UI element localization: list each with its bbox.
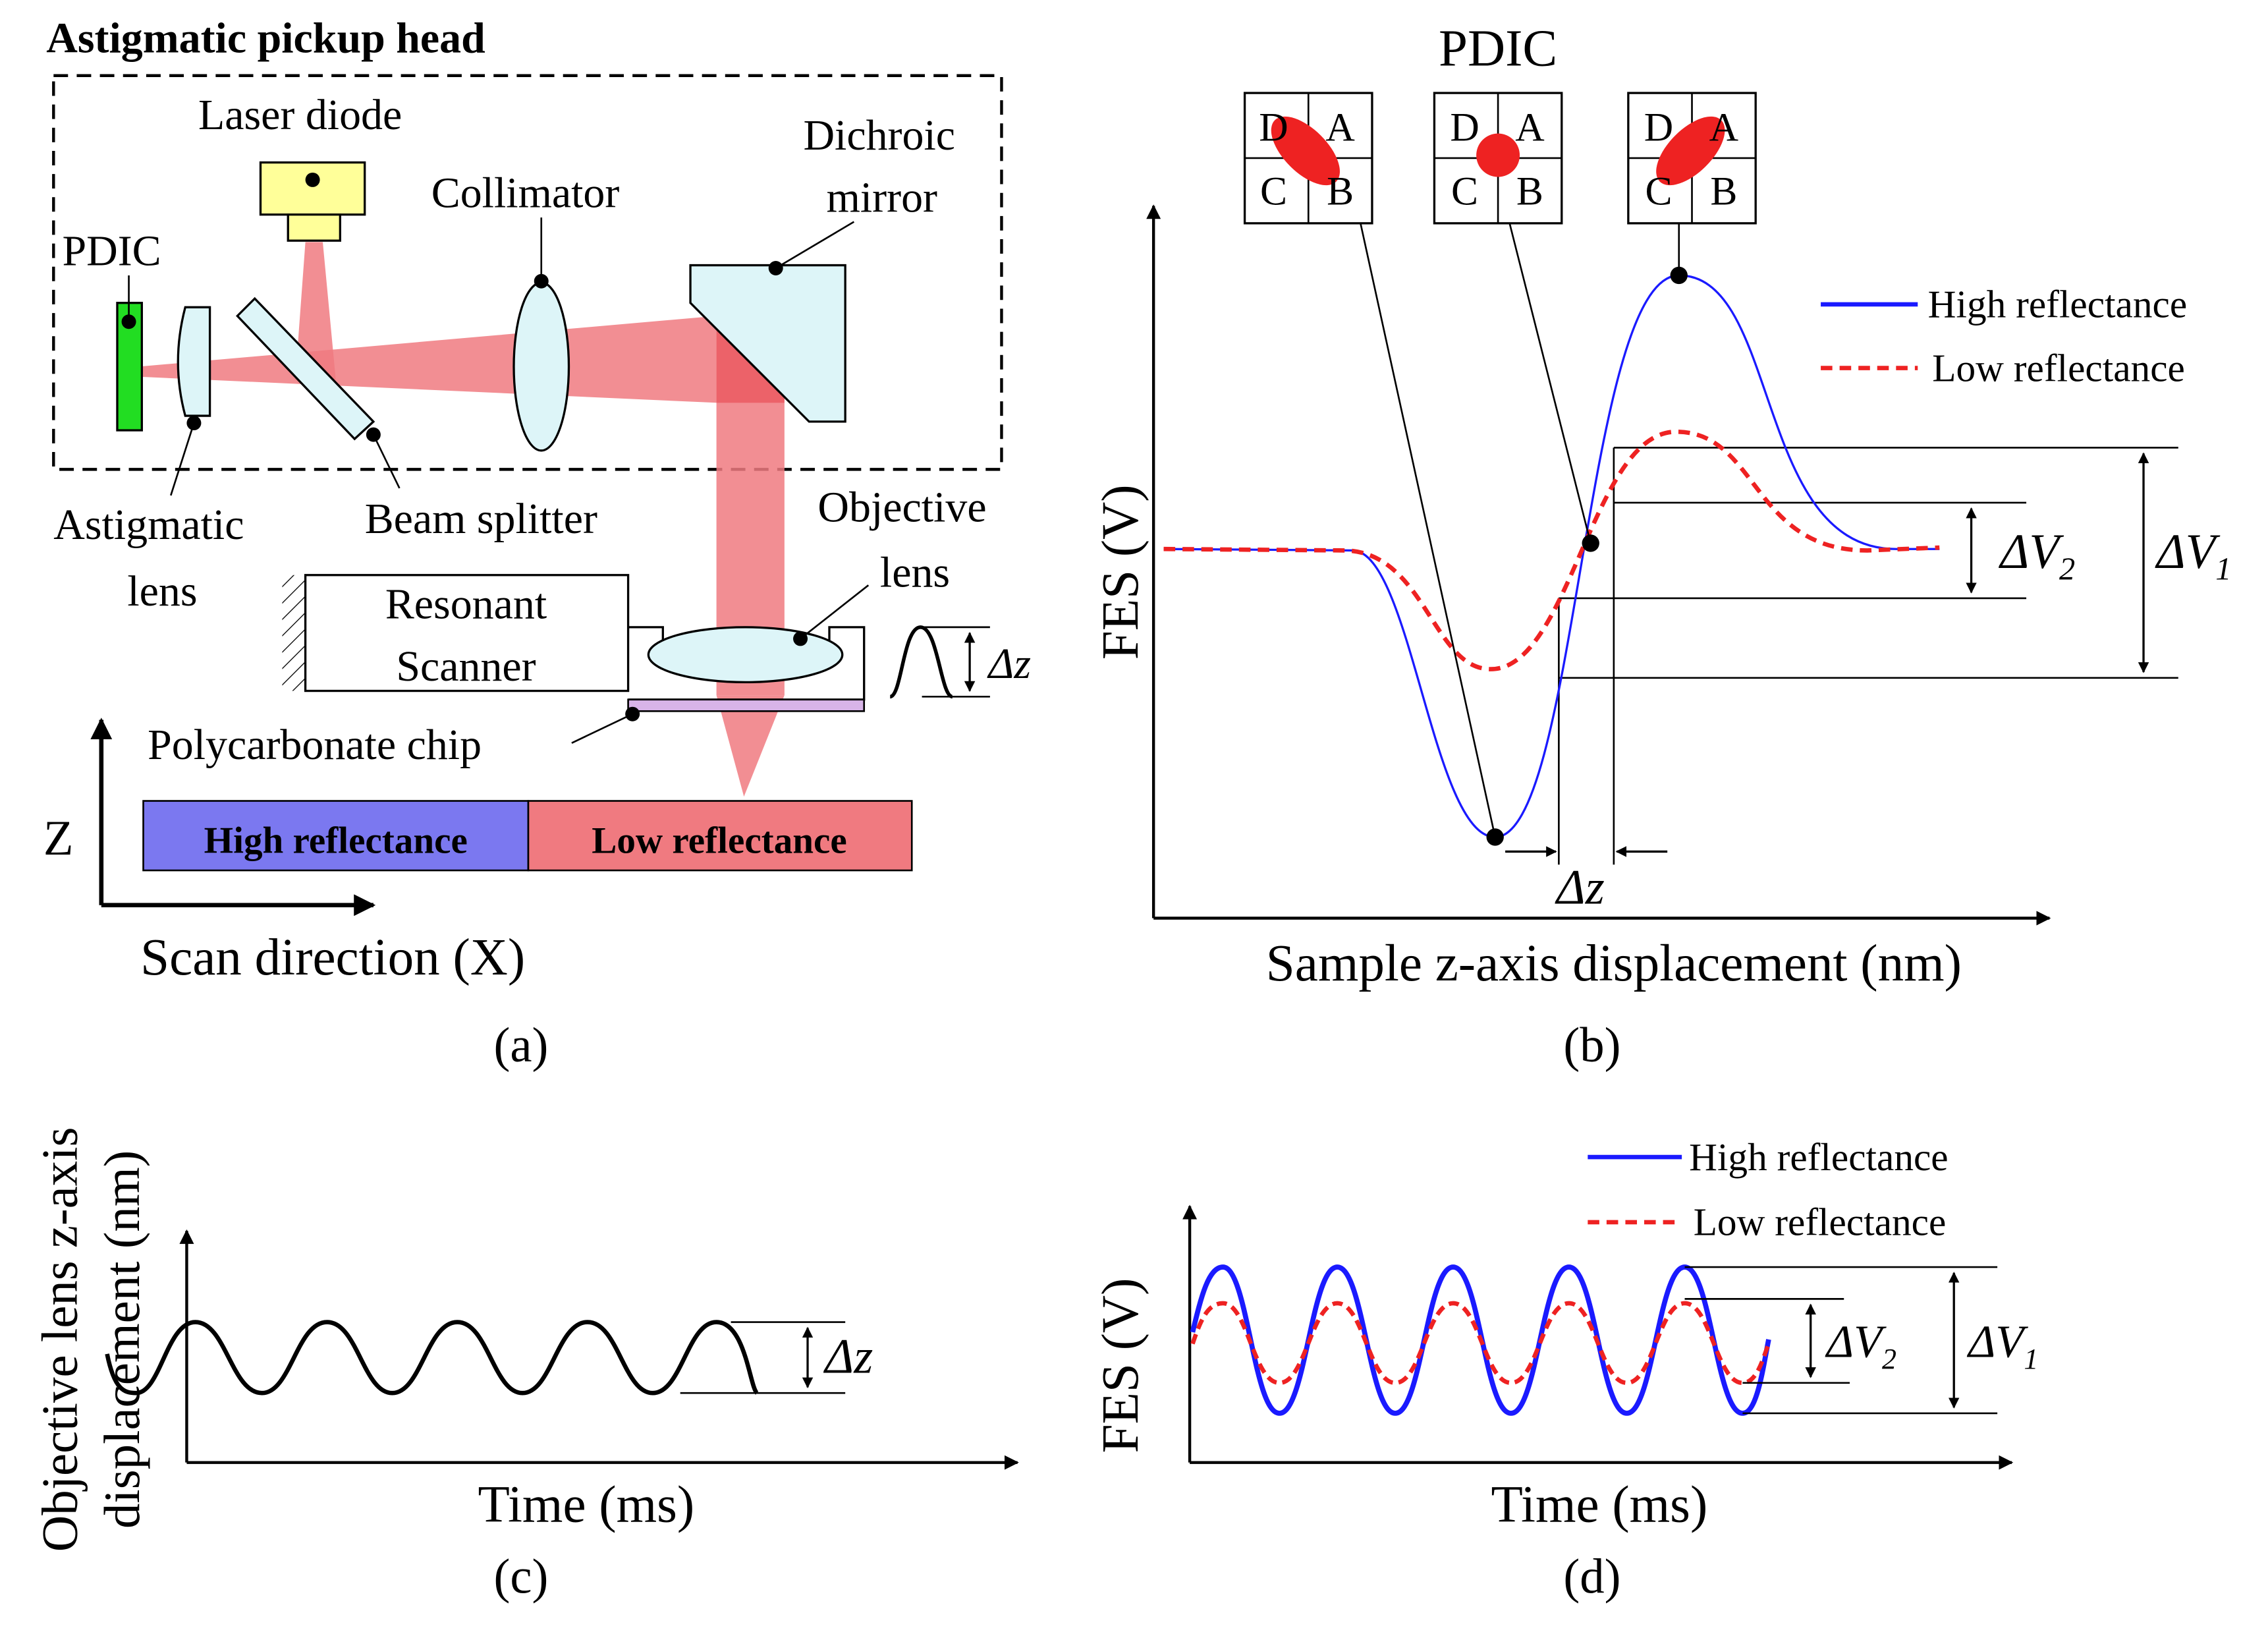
beam-splitter-label: Beam splitter <box>365 495 597 543</box>
quad2-d: D <box>1450 105 1479 150</box>
b-legend-low-text: Low reflectance <box>1932 346 2185 389</box>
objective-lens <box>647 626 844 684</box>
beam-splitter <box>236 297 375 441</box>
dichroic-leader <box>775 221 855 269</box>
horizontal-laser-beam <box>138 316 717 403</box>
quad3-d: D <box>1644 105 1673 150</box>
quad1-c: C <box>1260 169 1287 213</box>
chip-leader <box>571 713 633 744</box>
resonant-label-1: Resonant <box>385 580 547 629</box>
d-legend-high-text: High reflectance <box>1689 1135 1949 1179</box>
quad3-a: A <box>1709 105 1738 150</box>
caption-c: (c) <box>494 1549 549 1604</box>
high-reflectance-region <box>142 800 530 872</box>
point-max <box>1670 266 1688 285</box>
objective-leader <box>800 584 870 640</box>
caption-d: (d) <box>1563 1549 1620 1604</box>
vertical-laser-beam <box>295 242 336 380</box>
b-dz-label: Δz <box>1555 861 1605 915</box>
quad1-a: A <box>1325 105 1354 150</box>
focused-laser-beam <box>716 695 785 797</box>
laser-diode-label: Laser diode <box>198 91 402 139</box>
laser-diode-body <box>259 161 366 216</box>
quad2-c: C <box>1451 169 1478 213</box>
d-x-label: Time (ms) <box>1491 1477 1707 1534</box>
low-reflectance-curve <box>1163 429 1940 671</box>
high-reflectance-label: High reflectance <box>204 820 468 862</box>
quadrant-detector-1: D A C B <box>1243 92 1373 225</box>
quad2-b: B <box>1516 169 1543 213</box>
objective-label-2: lens <box>880 548 950 596</box>
c-dz-label: Δz <box>823 1329 873 1384</box>
collimator-lens <box>512 281 570 452</box>
quad3-b: B <box>1710 169 1737 213</box>
pdic-label: PDIC <box>62 227 161 275</box>
astigmatic-lens <box>177 306 211 417</box>
panel-d: ΔV2 ΔV1 High reflectance Low reflectance… <box>1092 1135 2038 1604</box>
astigmatic-label-2: lens <box>127 567 197 615</box>
collimator-label: Collimator <box>431 169 620 217</box>
quad1-d: D <box>1259 105 1288 150</box>
quadrant-detector-3: D A C B <box>1627 92 1757 225</box>
d-y-label: FES (V) <box>1092 1278 1149 1454</box>
quad2-a: A <box>1515 105 1544 150</box>
polycarbonate-label: Polycarbonate chip <box>148 721 482 769</box>
b-legend-high-text: High reflectance <box>1928 283 2188 326</box>
laser-diode-dot <box>305 172 320 187</box>
pickup-head-box <box>52 74 1003 471</box>
leader-detector-1 <box>1360 223 1496 837</box>
dichroic-label-1: Dichroic <box>803 111 955 159</box>
dichroic-mirror <box>689 264 846 423</box>
c-displacement-wave <box>105 1320 759 1396</box>
pdic-title: PDIC <box>1439 20 1557 77</box>
objective-label-1: Objective <box>817 483 986 531</box>
laser-diode-base <box>287 213 341 242</box>
quad1-b: B <box>1327 169 1354 213</box>
caption-b: (b) <box>1563 1018 1620 1073</box>
b-dv2-label: ΔV2 <box>1999 524 2076 587</box>
b-dv1-label: ΔV1 <box>2155 524 2232 587</box>
d-legend-low-text: Low reflectance <box>1694 1200 1947 1244</box>
osc-delta-z: Δz <box>987 640 1031 688</box>
spot-circular <box>1476 133 1520 177</box>
c-y-label-2: displacement (nm) <box>94 1150 150 1529</box>
c-x-label: Time (ms) <box>478 1477 694 1534</box>
d-dv2-label: ΔV2 <box>1825 1316 1896 1375</box>
resonant-scanner-box <box>304 574 630 692</box>
quadrant-detector-2: D A C B <box>1433 92 1563 225</box>
low-reflectance-label: Low reflectance <box>592 820 846 862</box>
panel-b: PDIC D A C B D A C B <box>1092 20 2231 1073</box>
downward-laser-beam <box>716 330 785 696</box>
astigmatic-label-1: Astigmatic <box>53 501 244 549</box>
oscillation-wave <box>889 625 953 699</box>
z-axis-label: Z <box>43 811 74 866</box>
panel-a: Astigmatic pickup head Laser diode PDIC … <box>43 14 1031 1073</box>
quad3-c: C <box>1645 169 1672 213</box>
point-min <box>1486 828 1504 846</box>
dichroic-label-2: mirror <box>827 173 937 221</box>
spot-elongated-left <box>1271 116 1340 186</box>
d-low-wave <box>1190 1301 1771 1386</box>
low-reflectance-region <box>527 800 913 872</box>
resonant-label-2: Scanner <box>396 642 536 691</box>
high-reflectance-curve <box>1163 274 1940 839</box>
pickup-head-title: Astigmatic pickup head <box>46 14 485 63</box>
c-y-label-1: Objective lens z-axis <box>31 1127 88 1552</box>
scan-direction-label: Scan direction (X) <box>140 929 525 986</box>
caption-a: (a) <box>494 1018 549 1073</box>
d-dv1-label: ΔV1 <box>1966 1316 2038 1375</box>
wall-hatch <box>282 575 306 691</box>
b-y-label: FES (V) <box>1092 484 1149 660</box>
panel-c: Δz Objective lens z-axis displacement (n… <box>31 1127 1019 1604</box>
b-x-label: Sample z-axis displacement (nm) <box>1266 935 1962 992</box>
spot-elongated-right <box>1656 116 1725 186</box>
leader-detector-2 <box>1508 223 1591 544</box>
point-zero <box>1582 534 1599 552</box>
polycarbonate-chip <box>627 698 866 712</box>
astigmatic-leader <box>170 422 195 496</box>
beam-splitter-leader <box>372 434 401 489</box>
